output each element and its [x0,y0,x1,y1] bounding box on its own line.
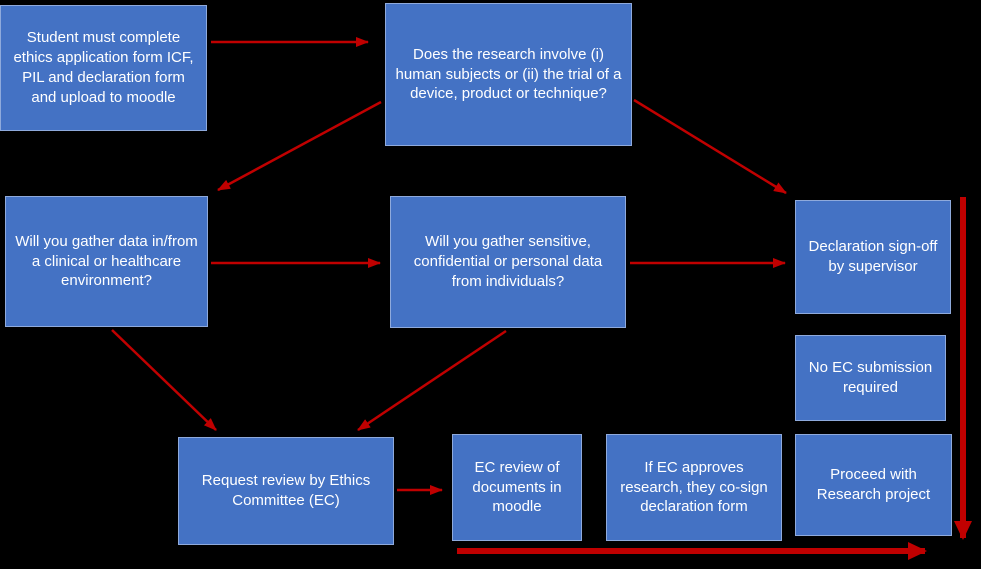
arrow-clinical-to-request [111,329,217,431]
node-sensitive-question: Will you gather sensitive, confidential … [390,196,626,328]
node-sensitive-question-label: Will you gather sensitive, confidential … [413,233,603,290]
node-proceed-label: Proceed with Research project [816,466,931,503]
node-request-review: Request review by Ethics Committee (EC) [178,437,394,545]
node-proceed: Proceed with Research project [795,434,952,536]
node-request-review-label: Request review by Ethics Committee (EC) [201,472,371,509]
node-ec-approves-label: If EC approves research, they co-sign de… [620,458,768,516]
node-no-ec-submission: No EC submission required [795,335,946,421]
node-student-submit: Student must complete ethics application… [0,5,207,131]
node-clinical-question: Will you gather data in/from a clinical … [5,196,208,327]
node-clinical-question-label: Will you gather data in/from a clinical … [15,232,198,290]
arrow-research-to-clinical [217,100,382,192]
node-student-submit-label: Student must complete ethics application… [13,29,194,106]
node-research-question-label: Does the research involve (i) human subj… [395,45,622,103]
node-research-question: Does the research involve (i) human subj… [385,3,632,146]
arrow-research-to-signoff [633,98,787,195]
arrow-sensitive-to-request [357,329,507,432]
node-ec-approves: If EC approves research, they co-sign de… [606,434,782,541]
node-declaration-signoff-label: Declaration sign-off by supervisor [808,238,938,275]
node-declaration-signoff: Declaration sign-off by supervisor [795,200,951,314]
node-ec-review-label: EC review of documents in moodle [472,458,562,516]
node-no-ec-submission-label: No EC submission required [808,359,933,396]
node-ec-review: EC review of documents in moodle [452,434,582,541]
